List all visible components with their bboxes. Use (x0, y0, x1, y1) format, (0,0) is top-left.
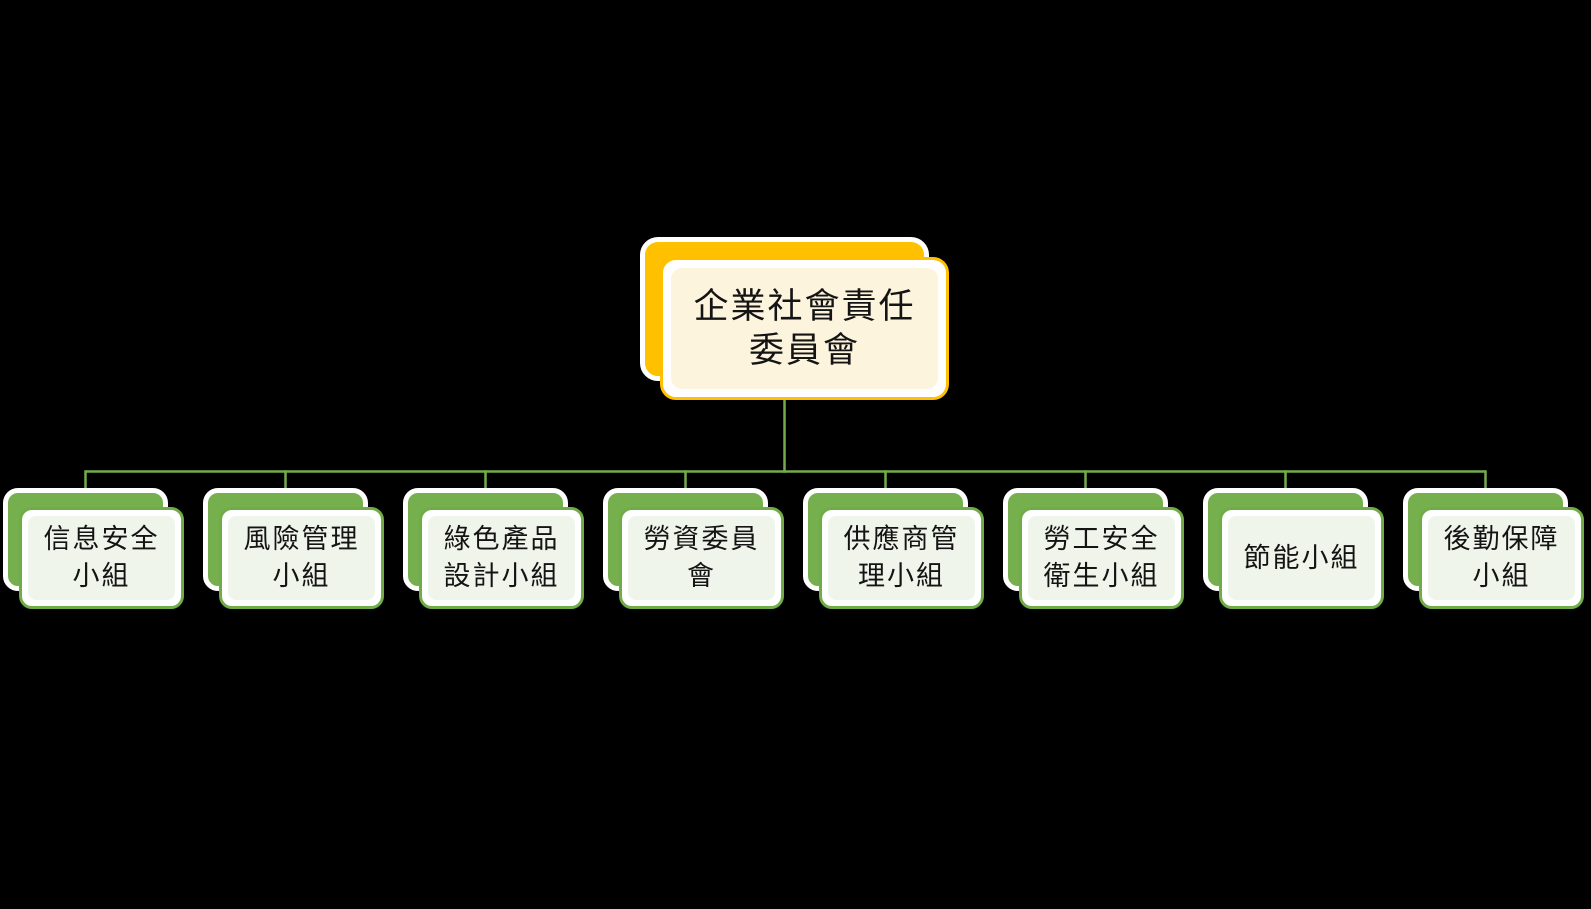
node-label: 風險管理小組 (228, 516, 375, 600)
org-node-child-1: 信息安全小組 (3, 488, 184, 609)
org-node-child-6: 勞工安全衛生小組 (1003, 488, 1184, 609)
org-node-child-3: 綠色產品設計小組 (403, 488, 584, 609)
node-front-panel: 勞資委員會 (619, 507, 784, 609)
node-label-line: 後勤保障 (1443, 524, 1560, 554)
org-node-child-2: 風險管理小組 (203, 488, 384, 609)
node-label-line: 理小組 (858, 561, 945, 591)
node-label-line: 設計小組 (443, 561, 560, 591)
node-label: 綠色產品設計小組 (428, 516, 575, 600)
node-label-line: 勞工安全 (1043, 524, 1160, 554)
org-node-root: 企業社會責任委員會 (640, 237, 949, 400)
org-node-child-8: 後勤保障小組 (1403, 488, 1584, 609)
node-label: 後勤保障小組 (1428, 516, 1575, 600)
node-front-panel: 供應商管理小組 (819, 507, 984, 609)
org-node-child-4: 勞資委員會 (603, 488, 784, 609)
node-label-line: 節能小組 (1243, 542, 1360, 573)
node-front-panel: 綠色產品設計小組 (419, 507, 584, 609)
node-label-line: 衛生小組 (1043, 561, 1160, 591)
org-node-child-7: 節能小組 (1203, 488, 1384, 609)
node-label: 供應商管理小組 (828, 516, 975, 600)
node-label-line: 會 (687, 561, 716, 591)
node-label-line: 小組 (272, 561, 331, 591)
node-label: 信息安全小組 (28, 516, 175, 600)
node-front-panel: 後勤保障小組 (1419, 507, 1584, 609)
node-label-line: 綠色產品 (443, 524, 560, 554)
node-front-panel: 節能小組 (1219, 507, 1384, 609)
node-label: 企業社會責任委員會 (671, 268, 938, 389)
node-label-line: 供應商管 (843, 524, 960, 554)
node-label-line: 企業社會責任 (693, 286, 916, 326)
node-label: 勞資委員會 (628, 516, 775, 600)
node-label: 節能小組 (1228, 516, 1375, 600)
node-front-panel: 企業社會責任委員會 (660, 257, 949, 400)
org-node-child-5: 供應商管理小組 (803, 488, 984, 609)
node-label-line: 小組 (72, 561, 131, 591)
node-label-line: 信息安全 (43, 524, 160, 554)
node-label: 勞工安全衛生小組 (1028, 516, 1175, 600)
node-label-line: 小組 (1472, 561, 1531, 591)
node-front-panel: 信息安全小組 (19, 507, 184, 609)
node-label-line: 勞資委員 (643, 524, 760, 554)
node-label-line: 風險管理 (243, 524, 360, 554)
node-label-line: 委員會 (748, 330, 860, 370)
node-front-panel: 勞工安全衛生小組 (1019, 507, 1184, 609)
node-front-panel: 風險管理小組 (219, 507, 384, 609)
